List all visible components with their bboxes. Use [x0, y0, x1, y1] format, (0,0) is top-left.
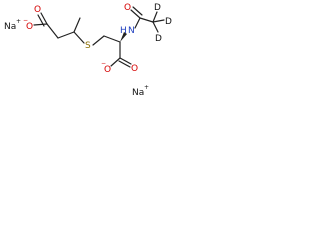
charge-right-minus: −	[101, 60, 106, 67]
bond-s-c4	[92, 35, 105, 46]
bond-c1-c2	[46, 23, 59, 39]
sodium-ion-bottom-right: Na	[132, 88, 144, 98]
bond-n-c5	[134, 17, 141, 29]
atom-h: H	[120, 26, 127, 36]
sodium-charge-bottom-right: +	[144, 84, 149, 91]
atom-d1: D	[154, 3, 161, 13]
wedge-calpha-n	[120, 32, 127, 42]
bond-c5-o-double-b	[132, 6, 143, 16]
charge-left-minus: −	[23, 17, 28, 24]
atom-o-amide: O	[124, 3, 131, 13]
atom-d3: D	[155, 34, 162, 44]
atom-o-left-double: O	[34, 5, 41, 15]
atom-d2: D	[165, 17, 172, 27]
bond-c3-s	[73, 31, 85, 44]
bond-c6-o-single	[110, 57, 121, 67]
bond-cd3-d3	[152, 21, 159, 33]
sodium-ion-top-left: Na	[4, 22, 16, 32]
bond-c1-o-double-a	[40, 12, 48, 25]
bond-cd3-d2	[152, 19, 165, 23]
atom-o-left-minus: O	[26, 22, 33, 32]
chemical-structure-diagram: O O − S N H O D D D O O − Na + Na +	[4, 3, 172, 98]
atom-s: S	[85, 41, 91, 51]
bond-c1-o-single	[33, 23, 48, 26]
bond-cd3-d1	[152, 11, 158, 23]
sodium-charge-top-left: +	[16, 18, 21, 25]
atom-o-right-minus: O	[104, 65, 111, 75]
bond-c3-methyl	[73, 17, 81, 33]
bond-c5-o-double-a	[130, 9, 141, 19]
bond-c5-cd3	[139, 17, 154, 23]
bond-c6-o-double-b	[118, 60, 131, 68]
bond-c6-o-double-a	[119, 57, 132, 65]
atom-o-right-double: O	[131, 64, 138, 74]
bond-c2-c3	[57, 31, 75, 39]
atom-n: N	[128, 26, 135, 36]
bond-c4-calpha	[103, 35, 121, 43]
